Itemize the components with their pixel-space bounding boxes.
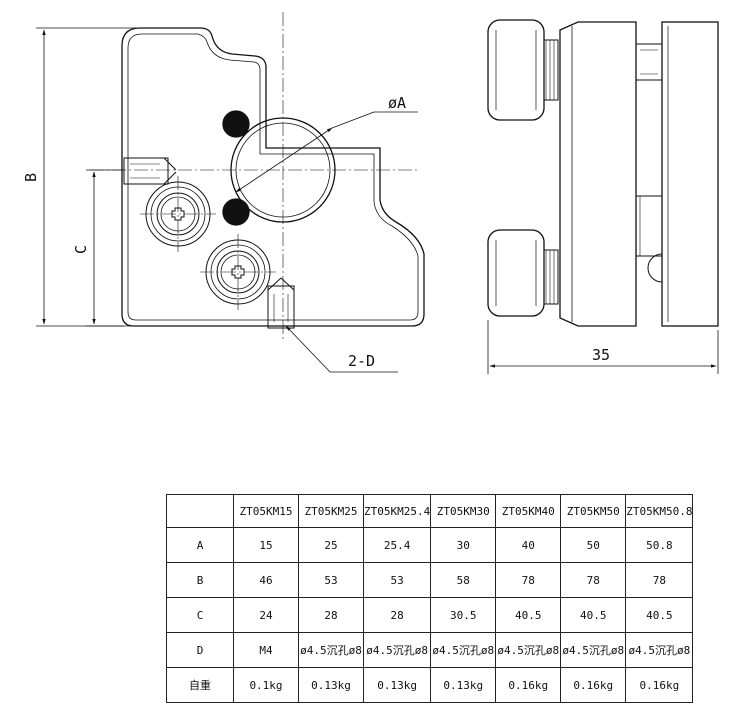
label-dimension-c: C bbox=[72, 245, 90, 254]
table-cell: 0.16kg bbox=[625, 667, 694, 703]
table-cell: 40.5 bbox=[495, 597, 562, 633]
table-header-cell: ZT05KM50.8 bbox=[625, 494, 694, 528]
side-back-plate bbox=[661, 21, 719, 327]
row-label: 自重 bbox=[166, 667, 234, 703]
table-cell: 50 bbox=[560, 527, 627, 563]
table-cell: 30 bbox=[430, 527, 497, 563]
label-width-35: 35 bbox=[592, 346, 610, 364]
table-cell: 50.8 bbox=[625, 527, 694, 563]
table-cell: 28 bbox=[298, 597, 364, 633]
table-row: C 24 28 28 30.5 40.5 40.5 40.5 bbox=[166, 597, 694, 633]
table-header-cell: ZT05KM25.4 bbox=[362, 494, 432, 528]
side-view bbox=[487, 19, 719, 374]
table-cell: 53 bbox=[298, 562, 364, 598]
table-cell: 58 bbox=[430, 562, 497, 598]
table-cell: 78 bbox=[495, 562, 562, 598]
table-header-cell bbox=[166, 494, 234, 528]
side-front-plate bbox=[559, 21, 637, 327]
table-cell: 28 bbox=[362, 597, 432, 633]
table-cell: 46 bbox=[233, 562, 299, 598]
table-header-row: ZT05KM15 ZT05KM25 ZT05KM25.4 ZT05KM30 ZT… bbox=[166, 494, 694, 528]
table-cell: 0.1kg bbox=[233, 667, 299, 703]
set-screw-left bbox=[123, 157, 169, 185]
row-label: C bbox=[166, 597, 234, 633]
label-dimension-b: B bbox=[22, 173, 40, 182]
label-screw-d: 2-D bbox=[348, 352, 375, 370]
table-cell: 40.5 bbox=[625, 597, 694, 633]
mounting-screw-1 bbox=[145, 181, 211, 247]
ball-contact-upper bbox=[222, 110, 250, 138]
table-cell: 78 bbox=[560, 562, 627, 598]
table-row: 自重 0.1kg 0.13kg 0.13kg 0.13kg 0.16kg 0.1… bbox=[166, 667, 694, 703]
table-cell: 0.13kg bbox=[298, 667, 364, 703]
table-row: A 15 25 25.4 30 40 50 50.8 bbox=[166, 527, 694, 563]
table-cell: ø4.5沉孔ø8 bbox=[298, 632, 364, 668]
table-header-cell: ZT05KM15 bbox=[233, 494, 299, 528]
adjuster-knob-top bbox=[487, 19, 545, 121]
row-label: B bbox=[166, 562, 234, 598]
table-cell: ø4.5沉孔ø8 bbox=[430, 632, 497, 668]
row-label: A bbox=[166, 527, 234, 563]
table-cell: M4 bbox=[233, 632, 299, 668]
table-header-cell: ZT05KM40 bbox=[495, 494, 562, 528]
front-plate-outline bbox=[121, 27, 425, 327]
table-cell: 25 bbox=[298, 527, 364, 563]
ball-contact-lower bbox=[222, 198, 250, 226]
table-cell: 15 bbox=[233, 527, 299, 563]
adjuster-knob-bottom bbox=[487, 229, 545, 317]
table-header-cell: ZT05KM25 bbox=[298, 494, 364, 528]
table-cell: ø4.5沉孔ø8 bbox=[362, 632, 432, 668]
mounting-screw-2 bbox=[205, 239, 271, 305]
table-cell: ø4.5沉孔ø8 bbox=[625, 632, 694, 668]
table-header-cell: ZT05KM50 bbox=[560, 494, 627, 528]
table-row: B 46 53 53 58 78 78 78 bbox=[166, 562, 694, 598]
front-plate-inner-edge bbox=[127, 33, 419, 321]
table-cell: 0.16kg bbox=[560, 667, 627, 703]
table-cell: 24 bbox=[233, 597, 299, 633]
table-header-cell: ZT05KM30 bbox=[430, 494, 497, 528]
table-cell: 78 bbox=[625, 562, 694, 598]
table-cell: 53 bbox=[362, 562, 432, 598]
table-cell: 40 bbox=[495, 527, 562, 563]
row-label: D bbox=[166, 632, 234, 668]
table-cell: 30.5 bbox=[430, 597, 497, 633]
specification-table: ZT05KM15 ZT05KM25 ZT05KM25.4 ZT05KM30 ZT… bbox=[166, 494, 694, 703]
label-diameter-a: øA bbox=[388, 94, 406, 112]
table-cell: 40.5 bbox=[560, 597, 627, 633]
front-view bbox=[36, 12, 425, 373]
table-cell: ø4.5沉孔ø8 bbox=[560, 632, 627, 668]
table-cell: 0.13kg bbox=[362, 667, 432, 703]
table-cell: ø4.5沉孔ø8 bbox=[495, 632, 562, 668]
side-set-screw bbox=[635, 43, 663, 81]
table-row: D M4 ø4.5沉孔ø8 ø4.5沉孔ø8 ø4.5沉孔ø8 ø4.5沉孔ø8… bbox=[166, 632, 694, 668]
set-screw-bottom bbox=[267, 285, 295, 329]
technical-drawing: øA B C 2-D bbox=[22, 12, 719, 374]
table-cell: 25.4 bbox=[362, 527, 432, 563]
table-cell: 0.16kg bbox=[495, 667, 562, 703]
table-cell: 0.13kg bbox=[430, 667, 497, 703]
